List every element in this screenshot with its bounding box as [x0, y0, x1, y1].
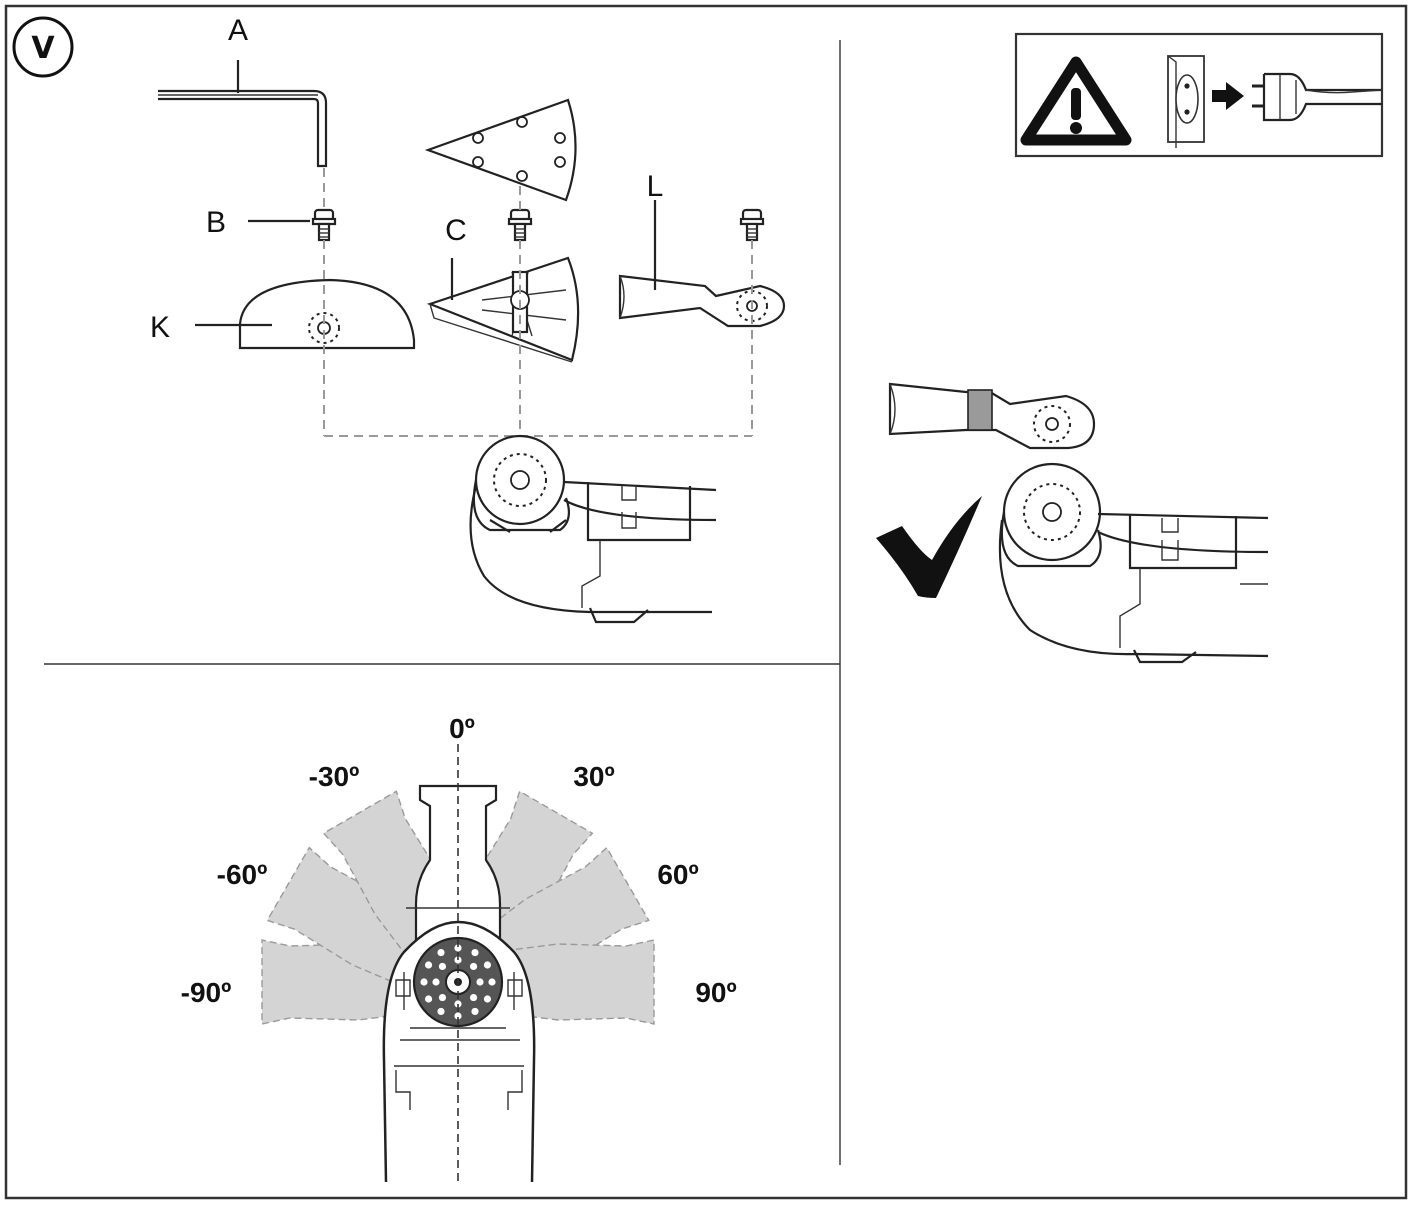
plunge-blade-L: L: [618, 170, 786, 328]
checkmark-icon: [876, 496, 982, 598]
pad-hole: [424, 961, 433, 969]
plunge-blade-highlighted: [888, 382, 1096, 450]
pad-hole: [420, 978, 428, 986]
multitool-head-right: [998, 462, 1269, 664]
pad-hole: [437, 1007, 445, 1016]
warning-triangle-icon: [1020, 56, 1132, 146]
pad-hole: [454, 1012, 462, 1020]
angle-label-60: 60º: [657, 859, 698, 890]
angle-label-0: 0º: [449, 713, 475, 744]
unplug-warning-box: [1014, 32, 1384, 158]
pad-hole: [438, 993, 447, 1002]
pad-hole: [469, 962, 478, 971]
sanding-sheet: [424, 98, 577, 202]
section-badge: V: [12, 16, 74, 78]
segment-blade-K: K: [150, 278, 416, 350]
pad-hole: [471, 1007, 479, 1016]
assembly-guides: [323, 168, 753, 470]
angle-label-minus-30: -30º: [309, 761, 360, 792]
angle-label-minus-90: -90º: [181, 977, 232, 1008]
screw-B: B: [206, 206, 337, 242]
pad-hole: [469, 993, 478, 1002]
label-B: B: [206, 206, 226, 239]
pad-hole: [483, 995, 492, 1003]
pad-hole: [483, 961, 492, 969]
label-L: L: [647, 170, 664, 203]
pad-hole: [488, 978, 496, 986]
hex-key-A: A: [158, 14, 328, 168]
multitool-head: [469, 434, 717, 624]
blade-depth-marking: [967, 389, 993, 431]
pad-hole: [438, 962, 447, 971]
angle-label-90: 90º: [695, 977, 736, 1008]
pad-hole: [424, 995, 433, 1003]
label-C: C: [445, 214, 467, 247]
label-A: A: [228, 14, 248, 47]
blade-rotation-diagram: -90º -60º -30º 0º 30º 60º 90º: [181, 713, 737, 1183]
pad-hole: [437, 948, 445, 957]
label-K: K: [150, 311, 170, 344]
angle-labels: -90º -60º -30º 0º 30º 60º 90º: [181, 713, 737, 1008]
screw-center: [507, 208, 533, 242]
unplug-from-socket-icon: [1167, 55, 1383, 148]
pad-hole: [471, 948, 479, 957]
badge-letter: V: [31, 31, 55, 66]
delta-pad-C: C: [426, 214, 580, 363]
pad-hole: [454, 944, 462, 952]
outer-frame: [4, 4, 1408, 1200]
pad-hole: [432, 978, 440, 986]
angle-label-minus-60: -60º: [217, 859, 268, 890]
angle-label-30: 30º: [573, 761, 614, 792]
pad-hole: [476, 978, 484, 986]
screw-right: [739, 208, 765, 242]
